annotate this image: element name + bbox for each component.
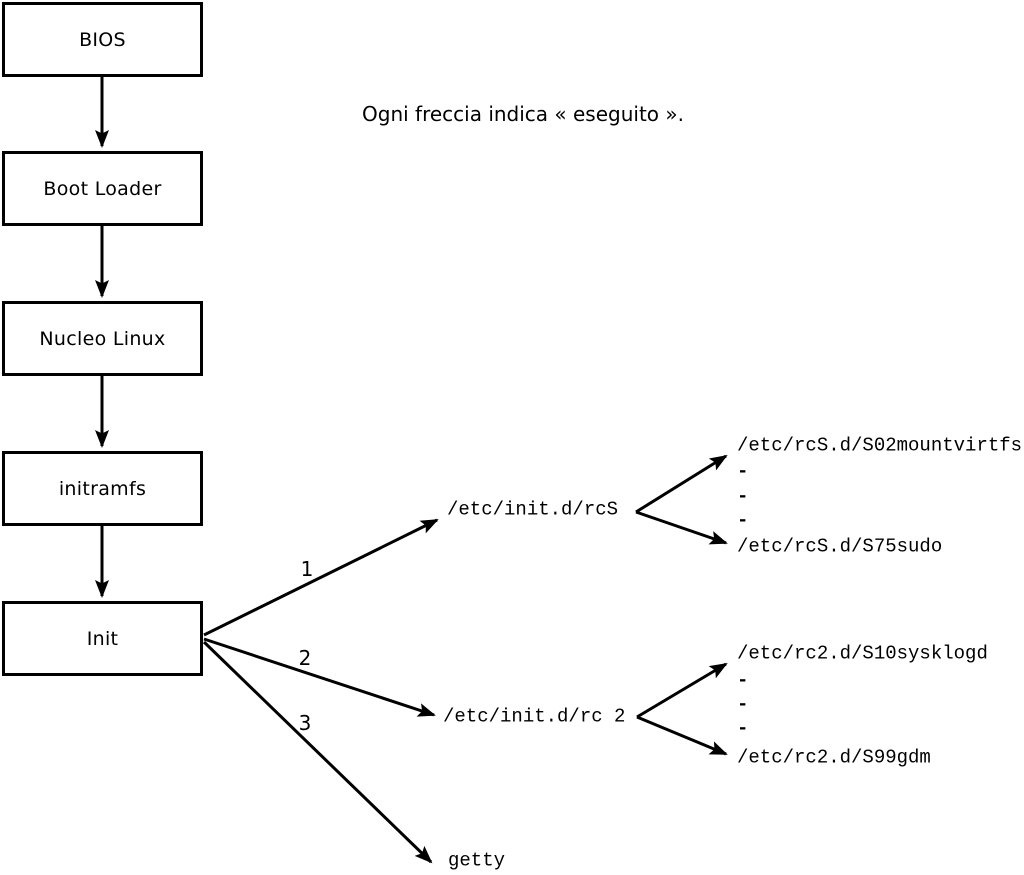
arrow-rc2-fan-top [636,662,728,719]
branch-number-3: 3 [298,711,312,735]
arrow-init-to-rcs [203,518,439,637]
branch-number-1: 1 [300,557,314,581]
arrow-init-to-getty [202,640,433,864]
rc2-ellipsis-dash: - [737,693,749,716]
box-initramfs-label: initramfs [58,477,147,500]
rc2-ellipsis-dash: - [737,669,749,692]
arrow-rcs-fan-bottom [635,510,728,545]
label-rc2-first: /etc/rc2.d/S10sysklogd [737,642,988,665]
branch-number-2: 2 [298,646,312,670]
label-rcs-first: /etc/rcS.d/S02mountvirtfs [737,434,1023,457]
box-initramfs: initramfs [2,451,203,526]
box-init-label: Init [86,627,119,650]
label-init-d-rcs: /etc/init.d/rcS [447,498,619,521]
rcs-ellipsis-dash: - [737,485,749,508]
label-init-d-rc2: /etc/init.d/rc 2 [443,705,626,728]
box-nucleo-linux: Nucleo Linux [2,301,203,376]
box-boot-loader: Boot Loader [2,151,203,226]
rc2-ellipsis-dash: - [737,717,749,740]
rcs-ellipsis-dash: - [737,509,749,532]
arrow-rc2-fan-bottom [636,715,728,756]
box-nucleo-linux-label: Nucleo Linux [39,327,166,350]
box-boot-loader-label: Boot Loader [43,177,162,200]
box-init: Init [2,601,203,676]
arrow-rcs-fan-top [635,454,728,514]
box-bios-label: BIOS [79,28,126,51]
diagram-caption: Ogni freccia indica « eseguito ». [362,102,684,126]
rcs-ellipsis-dash: - [737,460,749,483]
box-bios: BIOS [2,2,203,77]
arrow-init-to-rc2 [203,637,436,717]
label-rcs-last: /etc/rcS.d/S75sudo [737,535,943,558]
label-rc2-last: /etc/rc2.d/S99gdm [737,746,931,769]
label-getty: getty [448,849,506,872]
